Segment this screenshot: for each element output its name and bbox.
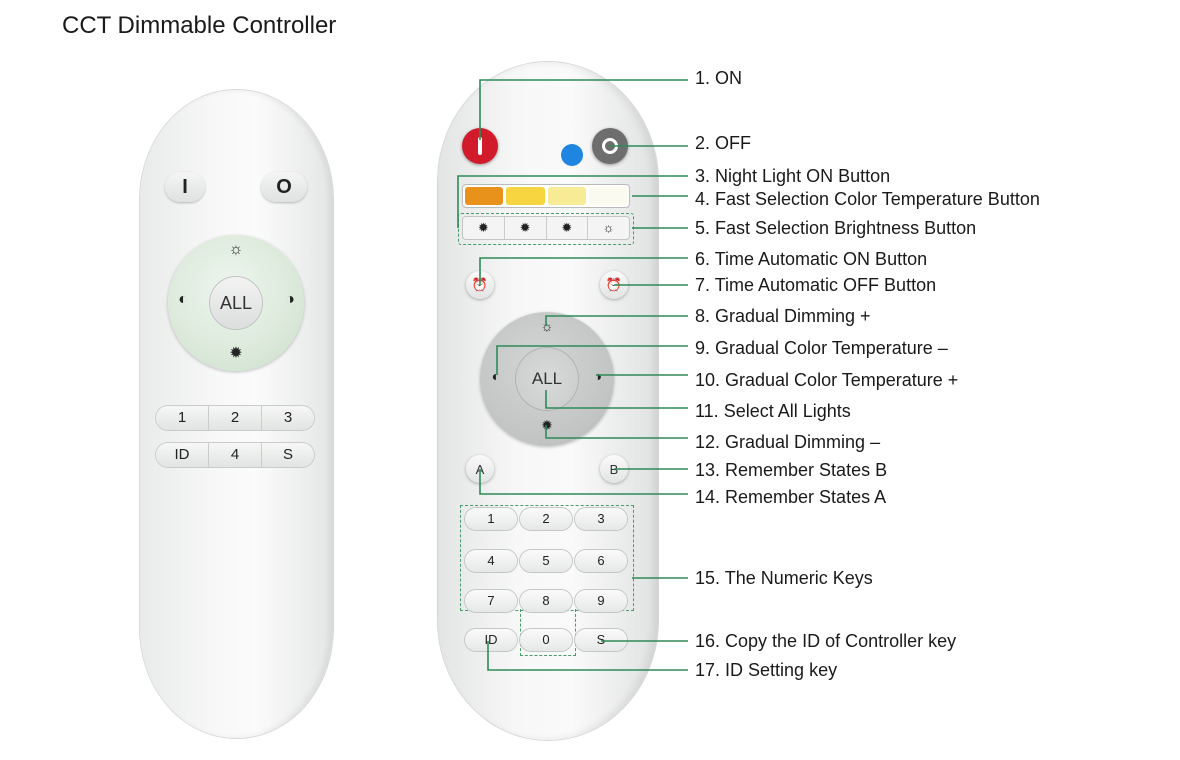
leader-id-setting — [487, 641, 688, 671]
left-dpad: ☼ ◐ ◑ ✹ ALL — [168, 235, 304, 371]
label-timer-off: 7. Time Automatic OFF Button — [695, 275, 937, 295]
left-off-button[interactable]: O — [261, 172, 307, 202]
label-color-temp-minus: 9. Gradual Color Temperature – — [695, 338, 948, 358]
color-temperature-strip — [462, 184, 630, 208]
color-temp-plus-icon[interactable]: ◑ — [593, 368, 603, 384]
leader-dimming-plus — [545, 315, 688, 326]
color-swatch-4[interactable] — [588, 187, 627, 205]
key-4[interactable]: 4 — [465, 550, 517, 572]
leader-timer-on — [479, 257, 688, 285]
dimming-plus-icon[interactable]: ☼ — [540, 318, 554, 334]
key-s[interactable]: S — [575, 629, 627, 651]
leader-on — [479, 79, 688, 140]
left-on-button[interactable]: I — [165, 172, 205, 202]
key-1[interactable]: 1 — [465, 508, 517, 530]
label-night-light: 3. Night Light ON Button — [695, 166, 891, 186]
label-dimming-plus: 8. Gradual Dimming + — [695, 306, 871, 326]
brightness-outline — [458, 213, 634, 245]
left-key-row-2: ID 4 S — [156, 443, 314, 467]
page-title: CCT Dimmable Controller — [62, 12, 337, 39]
brightness-key-2[interactable]: ✹ — [505, 217, 547, 239]
label-color-temp-select: 4. Fast Selection Color Temperature Butt… — [695, 189, 1040, 209]
label-memory-b: 13. Remember States B — [695, 460, 888, 480]
key-5[interactable]: 5 — [520, 550, 572, 572]
key-7[interactable]: 7 — [465, 590, 517, 612]
left-color-temp-plus-icon[interactable]: ◑ — [285, 291, 295, 308]
right-dpad: ☼ ◐ ◑ ✹ ALL — [480, 312, 614, 446]
left-key-3[interactable]: 3 — [283, 409, 293, 426]
numeric-keys-outline-zero — [520, 609, 576, 656]
left-color-temp-minus-icon[interactable]: ◐ — [178, 291, 188, 308]
key-2[interactable]: 2 — [520, 508, 572, 530]
color-swatch-3[interactable] — [547, 187, 586, 205]
left-key-1[interactable]: 1 — [156, 406, 209, 430]
left-all-button[interactable]: ALL — [210, 277, 262, 329]
brightness-key-4[interactable]: ☼ — [602, 220, 615, 235]
label-numeric-keys: 15. The Numeric Keys — [695, 568, 873, 588]
left-remote: I O ☼ ◐ ◑ ✹ ALL 1 2 3 ID 4 S — [140, 90, 333, 738]
key-8[interactable]: 8 — [520, 590, 572, 612]
color-swatch-1[interactable] — [465, 187, 504, 205]
label-color-temp-plus: 10. Gradual Color Temperature + — [695, 370, 959, 390]
label-brightness-select: 5. Fast Selection Brightness Button — [695, 218, 977, 238]
key-9[interactable]: 9 — [575, 590, 627, 612]
brightness-key-3[interactable]: ✹ — [547, 217, 589, 239]
label-memory-a: 14. Remember States A — [695, 487, 887, 507]
label-dimming-minus: 12. Gradual Dimming – — [695, 432, 881, 452]
key-6[interactable]: 6 — [575, 550, 627, 572]
left-dimming-plus-icon[interactable]: ☼ — [228, 241, 244, 258]
dimming-minus-icon[interactable]: ✹ — [541, 417, 553, 433]
all-button[interactable]: ALL — [516, 348, 578, 410]
left-key-2[interactable]: 2 — [209, 406, 262, 430]
left-key-4[interactable]: 4 — [209, 443, 262, 467]
leader-all — [545, 390, 688, 409]
label-off: 2. OFF — [695, 133, 752, 153]
left-key-s[interactable]: S — [282, 446, 293, 463]
label-copy-id: 16. Copy the ID of Controller key — [695, 631, 957, 651]
key-3[interactable]: 3 — [575, 508, 627, 530]
color-temp-minus-icon[interactable]: ◐ — [491, 368, 501, 384]
leader-color-minus — [496, 345, 688, 375]
brightness-strip: ✹ ✹ ✹ ☼ — [462, 216, 630, 240]
label-select-all: 11. Select All Lights — [695, 401, 851, 421]
label-timer-on: 6. Time Automatic ON Button — [695, 249, 928, 269]
left-dimming-minus-icon[interactable]: ✹ — [229, 345, 243, 362]
label-on: 1. ON — [695, 68, 743, 88]
color-swatch-2[interactable] — [506, 187, 545, 205]
night-light-button[interactable] — [561, 144, 583, 166]
leader-dimming-minus — [545, 425, 688, 439]
left-key-row-1: 1 2 3 — [156, 406, 314, 430]
leader-night — [457, 175, 688, 228]
brightness-key-1[interactable]: ✹ — [463, 217, 505, 239]
leader-memory-a — [479, 469, 688, 495]
key-0[interactable]: 0 — [520, 629, 572, 651]
label-id-setting: 17. ID Setting key — [695, 660, 838, 680]
left-key-id[interactable]: ID — [156, 443, 209, 467]
